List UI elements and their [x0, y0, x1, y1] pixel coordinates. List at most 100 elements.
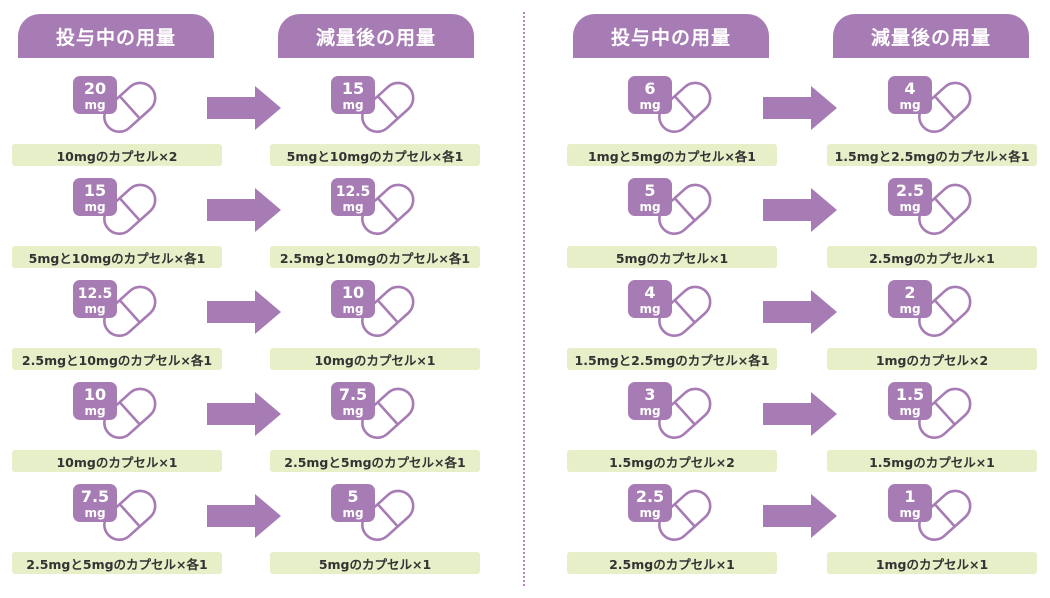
capsule-icon: 10mg [331, 280, 415, 337]
dose-badge [628, 76, 672, 114]
dose-unit: mg [342, 302, 363, 316]
capsule-icon: 3mg [628, 382, 712, 439]
capsule-caption: 1.5mgと2.5mgのカプセル×各1 [567, 348, 777, 370]
dose-badge [628, 484, 672, 522]
dose-badge [331, 76, 375, 114]
capsule-icon: 4mg [888, 76, 972, 133]
dose-badge [73, 178, 117, 216]
dose-badge [331, 280, 375, 318]
capsule-icon: 12.5mg [331, 178, 415, 235]
arrow-right-icon [207, 188, 281, 232]
capsule-icon: 7.5mg [73, 484, 157, 541]
dose-value: 2.5 [896, 181, 924, 200]
column-divider [523, 12, 525, 586]
dose-unit: mg [639, 404, 660, 418]
dose-value: 12.5 [78, 286, 113, 302]
capsule-caption: 5mgと10mgのカプセル×各1 [12, 246, 222, 268]
dose-unit: mg [639, 98, 660, 112]
dose-unit: mg [899, 200, 920, 214]
dose-badge [888, 382, 932, 420]
dose-value: 20 [84, 79, 106, 98]
dose-value: 6 [644, 79, 655, 98]
dose-badge [331, 484, 375, 522]
dose-badge [331, 178, 375, 216]
dose-value: 2.5 [636, 487, 664, 506]
capsule-icon: 7.5mg [331, 382, 415, 439]
dose-unit: mg [342, 200, 363, 214]
arrow-right-icon [207, 494, 281, 538]
dose-value: 4 [904, 79, 915, 98]
dose-badge [888, 178, 932, 216]
dose-value: 5 [644, 181, 655, 200]
capsule-caption: 5mgと10mgのカプセル×各1 [270, 144, 480, 166]
dose-unit: mg [84, 302, 105, 316]
arrow-right-icon [207, 290, 281, 334]
capsule-icon: 1.5mg [888, 382, 972, 439]
right-current-dose-header: 投与中の用量 [573, 14, 769, 58]
capsule-caption: 2.5mgと5mgのカプセル×各1 [270, 450, 480, 472]
dose-value: 1 [904, 487, 915, 506]
dose-unit: mg [639, 506, 660, 520]
dose-unit: mg [84, 404, 105, 418]
dose-value: 4 [644, 283, 655, 302]
arrow-right-icon [207, 86, 281, 130]
capsule-caption: 2.5mgと5mgのカプセル×各1 [12, 552, 222, 574]
dose-badge [888, 484, 932, 522]
capsule-icon: 2mg [888, 280, 972, 337]
capsule-caption: 10mgのカプセル×1 [270, 348, 480, 370]
capsule-icon: 10mg [73, 382, 157, 439]
dose-unit: mg [899, 506, 920, 520]
capsule-caption: 5mgのカプセル×1 [567, 246, 777, 268]
capsule-caption: 2.5mgと10mgのカプセル×各1 [270, 246, 480, 268]
left-reduced-dose-header: 減量後の用量 [278, 14, 474, 58]
arrow-right-icon [763, 494, 837, 538]
dose-badge [888, 76, 932, 114]
arrow-right-icon [763, 392, 837, 436]
capsule-icon: 2.5mg [628, 484, 712, 541]
dose-unit: mg [899, 404, 920, 418]
arrow-right-icon [207, 392, 281, 436]
capsule-caption: 2.5mgと10mgのカプセル×各1 [12, 348, 222, 370]
capsule-caption: 10mgのカプセル×1 [12, 450, 222, 472]
capsule-icon: 5mg [628, 178, 712, 235]
capsule-caption: 5mgのカプセル×1 [270, 552, 480, 574]
dose-value: 1.5 [896, 385, 924, 404]
dose-unit: mg [899, 98, 920, 112]
capsule-caption: 1mgと5mgのカプセル×各1 [567, 144, 777, 166]
arrow-right-icon [763, 188, 837, 232]
dose-value: 7.5 [339, 385, 367, 404]
dose-value: 3 [644, 385, 655, 404]
arrow-right-icon [763, 86, 837, 130]
dose-unit: mg [84, 200, 105, 214]
dose-unit: mg [84, 98, 105, 112]
dose-unit: mg [84, 506, 105, 520]
dose-badge [73, 76, 117, 114]
capsule-caption: 1mgのカプセル×1 [827, 552, 1037, 574]
dose-badge [628, 382, 672, 420]
dose-value: 5 [347, 487, 358, 506]
dose-value: 2 [904, 283, 915, 302]
capsule-icon: 12.5mg [73, 280, 157, 337]
right-reduced-dose-header: 減量後の用量 [833, 14, 1029, 58]
dose-unit: mg [342, 404, 363, 418]
dose-value: 10 [84, 385, 106, 404]
dose-unit: mg [342, 506, 363, 520]
dose-unit: mg [342, 98, 363, 112]
